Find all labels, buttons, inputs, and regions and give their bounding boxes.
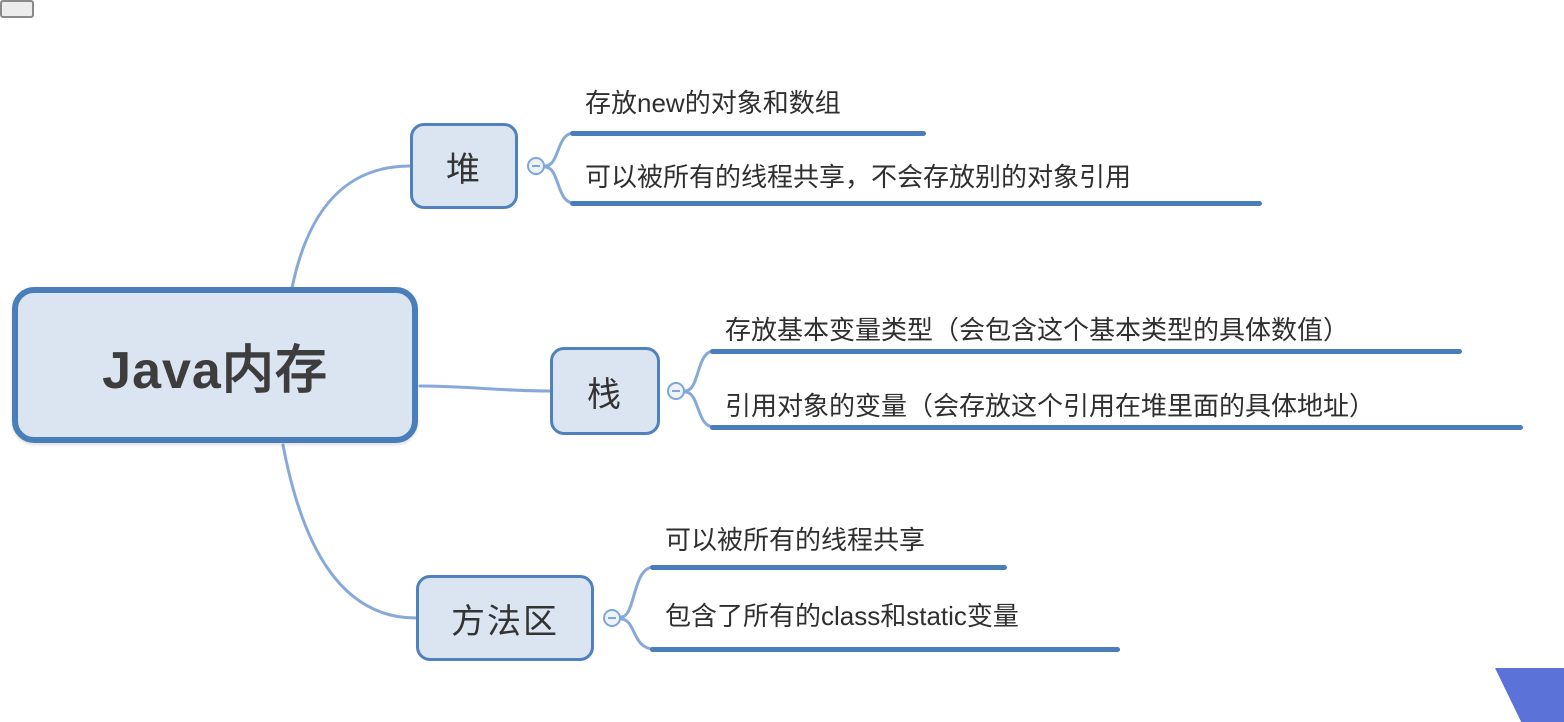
- leaf-underline-heap-1: [570, 131, 926, 136]
- branch-topic-heap-label: 堆: [446, 150, 482, 189]
- leaf-underline-method-2: [650, 647, 1120, 652]
- branch-topic-stack-label: 栈: [587, 375, 623, 414]
- collapse-toggle-heap[interactable]: [527, 157, 545, 175]
- minus-icon: [672, 390, 680, 392]
- connector-method-child2: [619, 617, 656, 651]
- connector-stack-child1: [683, 349, 716, 393]
- branch-topic-method-area[interactable]: 方法区: [416, 575, 594, 661]
- branch-topic-method-area-label: 方法区: [451, 602, 559, 641]
- connector-heap-child1: [543, 131, 576, 168]
- collapse-toggle-stack[interactable]: [667, 382, 685, 400]
- leaf-underline-stack-2: [710, 425, 1523, 430]
- leaf-topic-heap-1[interactable]: 存放new的对象和数组: [585, 88, 841, 118]
- root-topic-label: Java内存: [102, 341, 328, 400]
- leaf-topic-method-1[interactable]: 可以被所有的线程共享: [665, 525, 926, 555]
- connector-root-heap: [290, 164, 412, 290]
- connector-heap-child2: [543, 165, 576, 205]
- leaf-topic-method-2[interactable]: 包含了所有的class和static变量: [665, 601, 1019, 631]
- connector-method-child1: [619, 565, 656, 619]
- connector-stack-child2: [683, 390, 716, 429]
- corner-decoration-shape: [1495, 668, 1564, 722]
- connector-root-stack: [418, 384, 552, 393]
- leaf-underline-stack-1: [710, 349, 1462, 354]
- minus-icon: [608, 617, 616, 619]
- branch-topic-heap[interactable]: 堆: [410, 123, 518, 209]
- leaf-underline-method-1: [650, 565, 1007, 570]
- leaf-underline-heap-2: [570, 201, 1262, 206]
- minus-icon: [532, 165, 540, 167]
- leaf-topic-stack-2[interactable]: 引用对象的变量（会存放这个引用在堆里面的具体地址）: [725, 391, 1376, 421]
- connector-root-method: [281, 443, 418, 620]
- leaf-topic-stack-1[interactable]: 存放基本变量类型（会包含这个基本类型的具体数值）: [725, 315, 1350, 345]
- collapse-toggle-method-area[interactable]: [603, 609, 621, 627]
- branch-topic-stack[interactable]: 栈: [550, 347, 660, 435]
- leaf-topic-heap-2[interactable]: 可以被所有的线程共享，不会存放别的对象引用: [585, 162, 1132, 192]
- root-topic-java-memory[interactable]: Java内存: [12, 287, 418, 443]
- cropped-ui-element: [0, 0, 34, 18]
